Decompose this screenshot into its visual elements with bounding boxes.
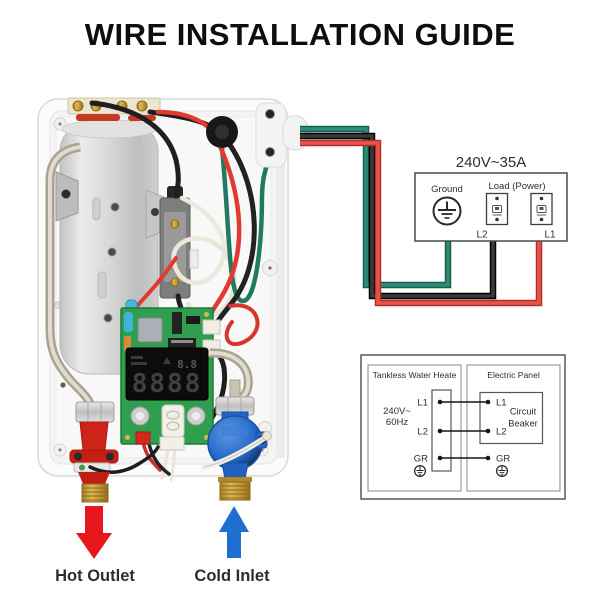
board-terminal [161, 404, 185, 438]
flow-arrows [76, 506, 249, 559]
case-screws [53, 117, 278, 457]
zip-tie-head [262, 431, 272, 441]
right-terminal-l2: L2 [496, 427, 507, 438]
hot-outlet-label: Hot Outlet [55, 567, 135, 585]
left-terminal-l2: L2 [417, 427, 428, 438]
board-relay [137, 317, 163, 343]
earth-symbol-left-icon [414, 465, 427, 478]
board-connector-1 [202, 319, 221, 335]
lcd-display: 8.8 8888 [125, 347, 209, 401]
ground-label: Ground [431, 184, 463, 195]
wiring-schematic: Tankless Water Heate Electric Panel 240V… [360, 354, 566, 500]
breaker-l1-icon [530, 192, 553, 226]
left-terminal-gr: GR [414, 454, 428, 465]
right-terminal-gr: GR [496, 454, 510, 465]
tank-gasket [76, 114, 120, 121]
schematic-panel-title: Electric Panel [487, 370, 540, 380]
cold-inlet-arrow-icon [219, 506, 249, 558]
voltage-label-1: 240V~ [383, 406, 411, 417]
capacitor [124, 312, 133, 332]
display-secondary-value: 8.8 [177, 358, 197, 371]
cold-inlet-label: Cold Inlet [194, 567, 270, 585]
control-board: 8.8 8888 [120, 307, 221, 451]
breaker-l2-icon [485, 192, 509, 226]
circuit-breaker-label-2: Beaker [508, 419, 537, 429]
grommet-icon [206, 116, 238, 148]
heater-unit: 8.8 8888 [37, 97, 308, 503]
terminal-l1-label: L1 [544, 230, 556, 241]
schematic-heater-title: Tankless Water Heate [373, 370, 457, 380]
right-terminal-l1: L1 [496, 398, 507, 409]
hot-outlet-fitting [69, 401, 160, 503]
red-connector [135, 431, 151, 445]
voltage-label-2: 60Hz [386, 417, 408, 428]
left-terminal-l1: L1 [417, 398, 428, 409]
cable-gland [255, 102, 308, 168]
hot-side-pipe [45, 142, 96, 408]
white-connector [159, 436, 185, 451]
terminal-l2-label: L2 [476, 230, 488, 241]
circuit-breaker-label-1: Circuit [510, 407, 537, 417]
load-power-label: Load (Power) [488, 181, 545, 192]
page-title: WIRE INSTALLATION GUIDE [84, 17, 516, 52]
supply-wires [300, 125, 543, 307]
earth-symbol-right-icon [496, 465, 509, 478]
schematic-connections [440, 401, 488, 459]
display-main-value: 8888 [132, 369, 203, 399]
breaker-panel-box: 240V~35A Ground Load (Power) [414, 154, 568, 242]
schematic-nodes [437, 399, 491, 461]
case-side-wall [276, 117, 285, 458]
hot-outlet-arrow-icon [76, 506, 112, 559]
cold-inlet-valve [201, 379, 272, 501]
ground-symbol-icon [432, 196, 462, 226]
breaker-panel-title: 240V~35A [456, 154, 526, 171]
circuit-breaker-box [479, 391, 544, 445]
